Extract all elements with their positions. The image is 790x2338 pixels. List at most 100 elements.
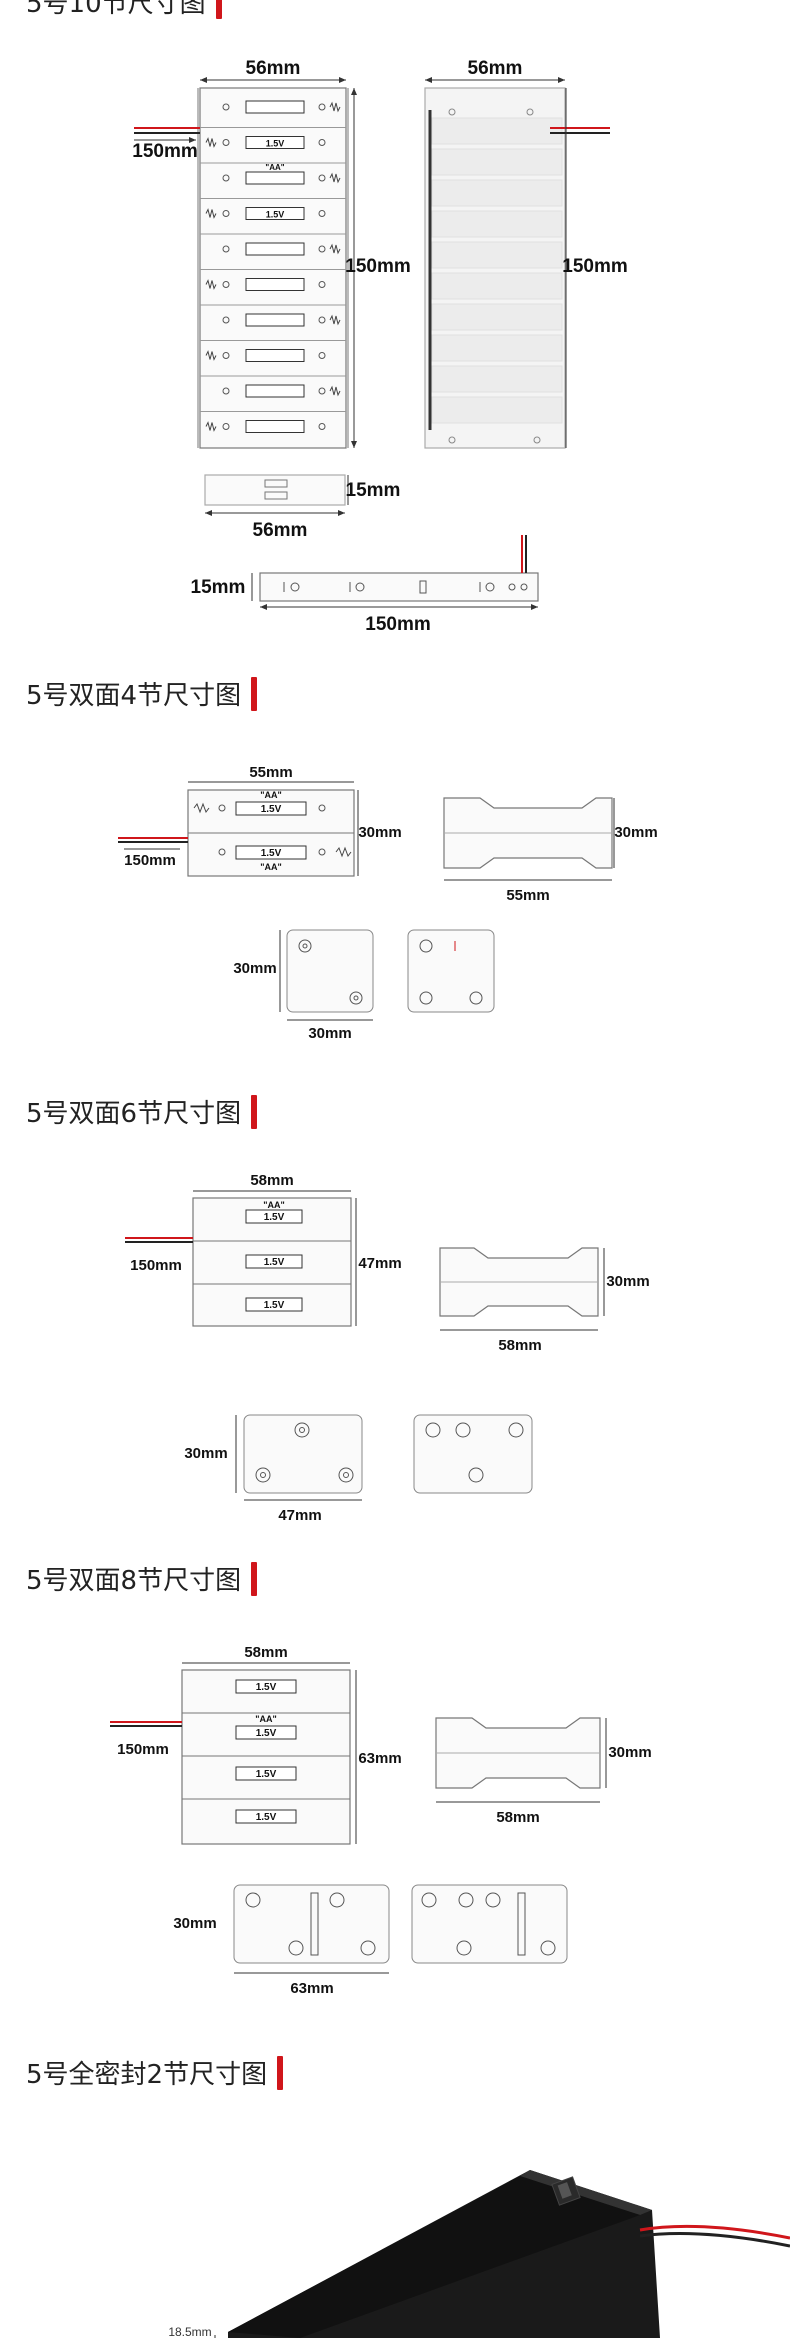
back-rib bbox=[431, 303, 563, 331]
dim-height-back: 150mm bbox=[562, 256, 628, 277]
spring-icon bbox=[329, 314, 341, 326]
back-rib bbox=[431, 179, 563, 207]
rivet bbox=[318, 139, 326, 146]
accent-bar bbox=[215, 0, 222, 19]
dim-width: 55mm bbox=[249, 764, 292, 781]
dim-side-height: 30mm bbox=[606, 1273, 649, 1290]
holder-front-6: 1.5V "AA" 1.5V 1.5V bbox=[192, 1197, 352, 1327]
holder-back-10 bbox=[424, 87, 566, 449]
dim-side-height: 30mm bbox=[614, 824, 657, 841]
back-rib bbox=[431, 272, 563, 300]
cell-label: 1.5V bbox=[256, 1682, 277, 1693]
holder-end-6a bbox=[243, 1414, 363, 1494]
cell-label: 1.5V bbox=[256, 1812, 277, 1823]
spring-icon bbox=[205, 421, 217, 432]
dim-bottom-height: 15mm bbox=[191, 577, 246, 598]
cell-slot bbox=[245, 207, 305, 220]
rivet bbox=[222, 387, 230, 395]
dim-height-front: 150mm bbox=[345, 256, 411, 277]
cell-slot bbox=[245, 420, 305, 433]
holder-end-4b bbox=[407, 929, 495, 1013]
rivet bbox=[318, 103, 326, 111]
dim-lead-length: 150mm bbox=[124, 852, 176, 869]
section-title-text: 5号双面6节尺寸图 bbox=[26, 1099, 242, 1129]
rivet bbox=[318, 352, 326, 359]
accent-bar bbox=[251, 1094, 258, 1129]
diagram-10-cell: 1.5V"AA"1.5V 56mm 150mm 150mm 56mm 150mm… bbox=[132, 58, 628, 635]
section-title-text: 5号双面8节尺寸图 bbox=[26, 1566, 242, 1596]
dim-height: 63mm bbox=[358, 1750, 401, 1767]
section-title-text: 5号全密封2节尺寸图 bbox=[26, 2060, 268, 2090]
section-title-8: 5号双面8节尺寸图 bbox=[26, 1560, 258, 1597]
rivet bbox=[318, 316, 326, 324]
rivet bbox=[318, 174, 326, 182]
rivet bbox=[222, 103, 230, 111]
back-rib bbox=[431, 365, 563, 393]
holder-end-8b bbox=[411, 1884, 568, 1964]
accent-bar bbox=[251, 1561, 258, 1596]
dim-side-height: 30mm bbox=[608, 1744, 651, 1761]
back-rib bbox=[431, 396, 563, 424]
dim-side-width: 56mm bbox=[253, 520, 308, 541]
rivet bbox=[318, 210, 326, 217]
back-rib bbox=[431, 241, 563, 269]
holder-end-4a bbox=[286, 929, 374, 1013]
back-rib bbox=[431, 210, 563, 238]
spring-icon bbox=[205, 137, 217, 148]
holder-side-8 bbox=[435, 1717, 601, 1789]
back-rib bbox=[431, 117, 563, 145]
cell-slot bbox=[245, 313, 305, 327]
holder-end-6b bbox=[413, 1414, 533, 1494]
spring-icon bbox=[329, 172, 341, 184]
dim-width: 58mm bbox=[244, 1644, 287, 1661]
dim-sealed-height: 18.5mm bbox=[168, 2325, 211, 2338]
spring-icon bbox=[205, 279, 217, 290]
holder-bottom-10 bbox=[259, 572, 539, 602]
back-rib bbox=[431, 148, 563, 176]
dim-width-back: 56mm bbox=[468, 58, 523, 79]
rivet bbox=[222, 316, 230, 324]
cell-label: 1.5V bbox=[256, 1728, 277, 1739]
accent-bar bbox=[277, 2055, 284, 2090]
dim-height: 30mm bbox=[358, 824, 401, 841]
rivet bbox=[222, 139, 230, 146]
cell-label: 1.5V bbox=[261, 848, 282, 859]
holder-side-10 bbox=[204, 474, 346, 506]
cell-slot bbox=[245, 242, 305, 256]
spring-icon bbox=[329, 243, 341, 255]
dim-height: 47mm bbox=[358, 1255, 401, 1272]
holder-front-8: 1.5V 1.5V "AA" 1.5V 1.5V bbox=[181, 1669, 351, 1845]
dim-width: 58mm bbox=[250, 1172, 293, 1189]
spring-icon bbox=[329, 385, 341, 397]
section-title-10: 5号10节尺寸图 bbox=[26, 0, 222, 20]
rivet bbox=[318, 387, 326, 395]
rivet bbox=[318, 281, 326, 288]
cell-label: 1.5V bbox=[264, 1257, 285, 1268]
dim-end-height: 30mm bbox=[184, 1445, 227, 1462]
section-title-4: 5号双面4节尺寸图 bbox=[26, 675, 258, 712]
cell-aa-label: "AA" bbox=[263, 1200, 285, 1210]
cell-slot bbox=[245, 349, 305, 362]
dim-end-width: 47mm bbox=[278, 1507, 321, 1524]
rivet bbox=[318, 423, 326, 430]
diagram-6-cell: 1.5V "AA" 1.5V 1.5V 58mm 47mm 150mm 30mm… bbox=[125, 1172, 650, 1524]
dim-lead-length: 150mm bbox=[132, 141, 198, 162]
cell-aa-label: "AA" bbox=[260, 790, 282, 800]
holder-side-4 bbox=[443, 797, 613, 869]
cell-label: 1.5V bbox=[266, 139, 285, 149]
holder-side-6 bbox=[439, 1247, 599, 1317]
spring-icon bbox=[329, 101, 341, 113]
rivet bbox=[222, 423, 230, 430]
spring-icon bbox=[205, 208, 217, 219]
section-title-text: 5号双面4节尺寸图 bbox=[26, 681, 242, 711]
cell-aa-label: "AA" bbox=[255, 1714, 277, 1724]
dim-width-front: 56mm bbox=[246, 58, 301, 79]
dim-end-height: 30mm bbox=[233, 960, 276, 977]
spring-icon bbox=[205, 350, 217, 361]
dim-lead-length: 150mm bbox=[117, 1741, 169, 1758]
dim-side-width: 58mm bbox=[498, 1337, 541, 1354]
dim-lead-length: 150mm bbox=[130, 1257, 182, 1274]
cell-slot bbox=[245, 171, 305, 185]
sealed-box bbox=[228, 2170, 790, 2338]
rivet bbox=[222, 245, 230, 253]
